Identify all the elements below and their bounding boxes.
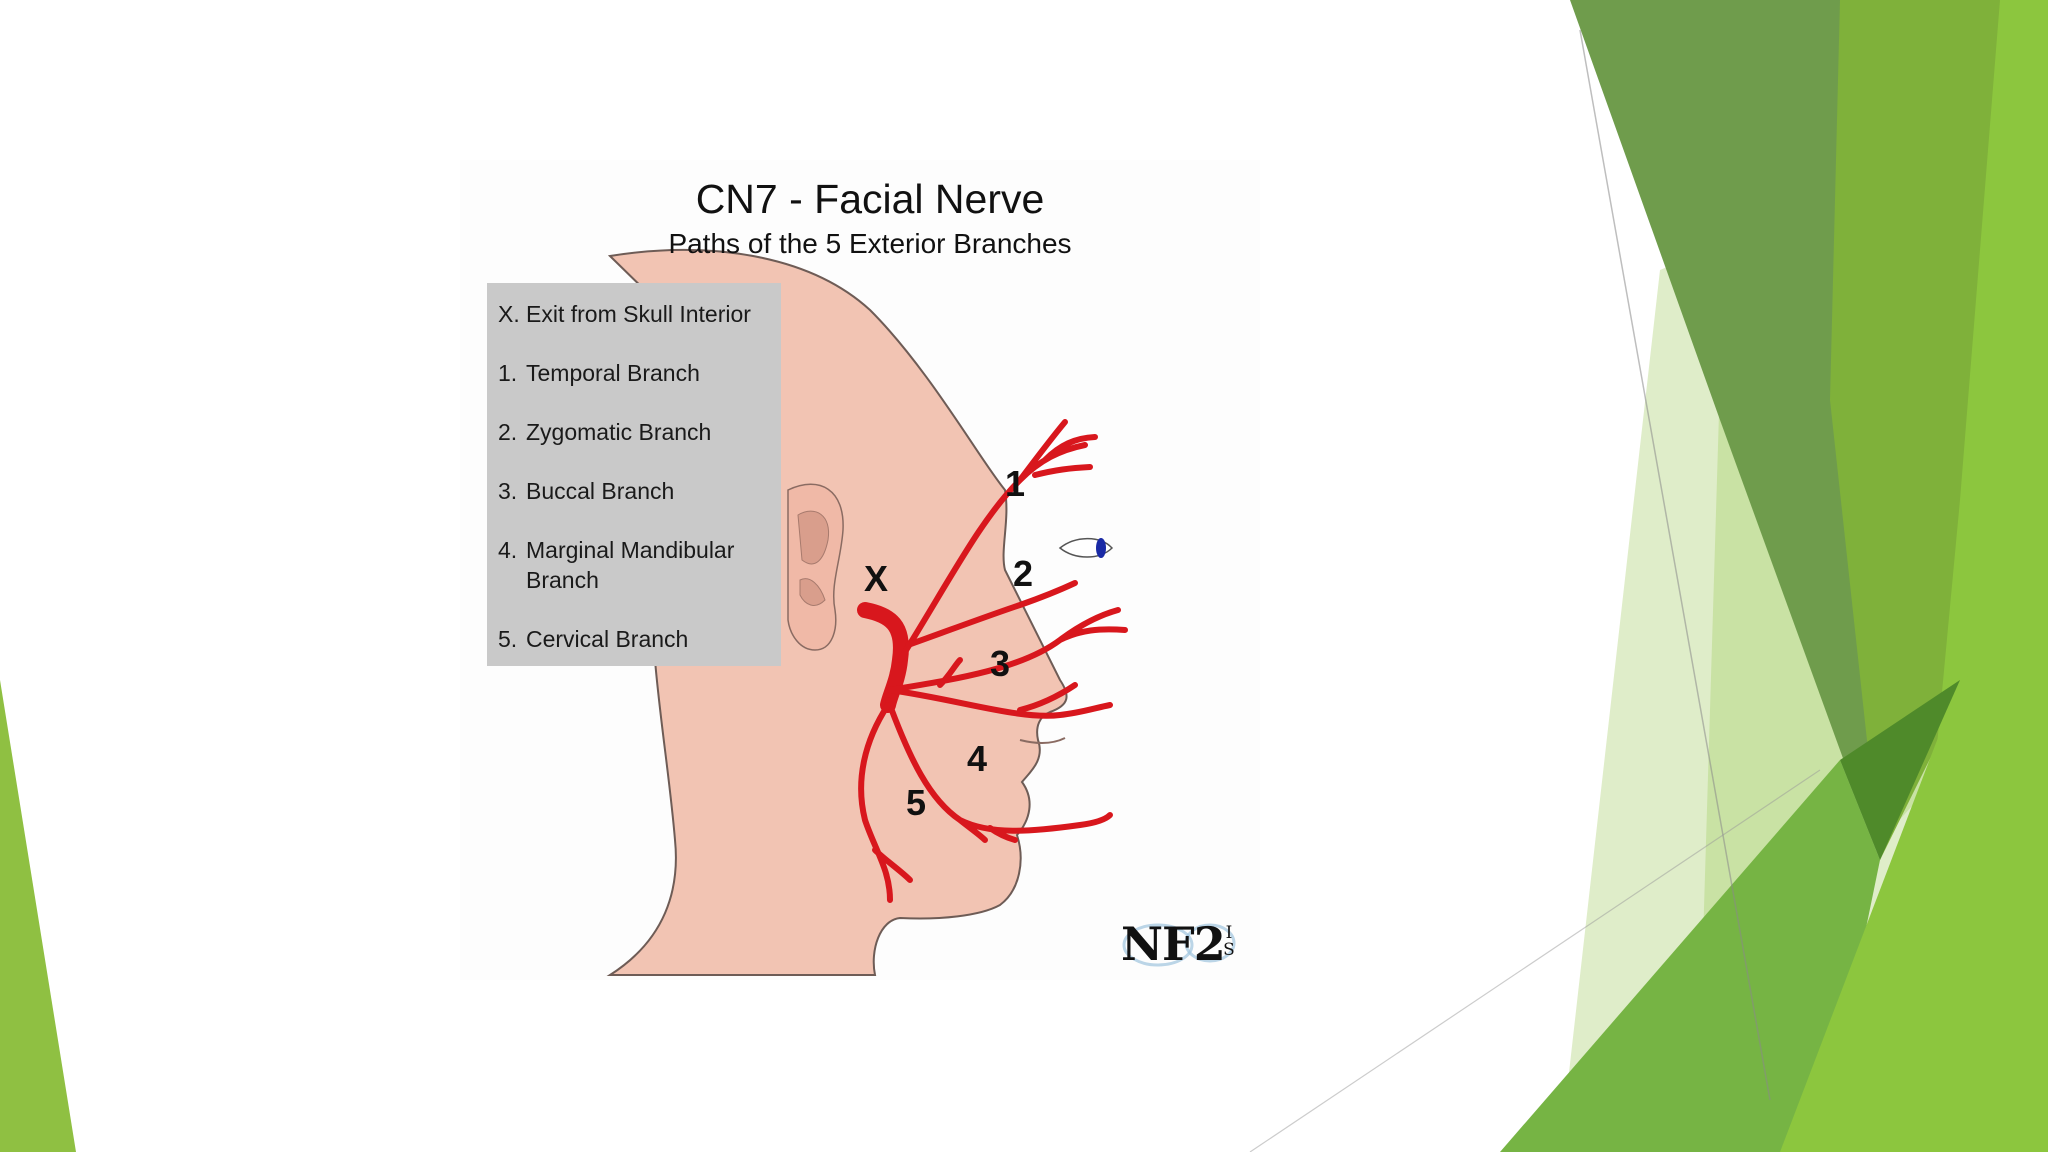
branch-buccal [887,607,1128,719]
legend-item-3: 3. Buccal Branch [498,476,781,506]
label-branch-1: 1 [1005,463,1026,504]
legend-item-5: 5. Cervical Branch [498,624,781,654]
bottom-right-green-shape [1780,640,2048,1152]
branch-cervical [858,702,913,903]
branch-zygomatic [905,580,1078,648]
legend-number: X. [498,301,520,327]
mouth [1019,737,1066,744]
legend-item-x: X. Exit from Skull Interior [498,299,781,329]
thin-line-1 [1579,29,1771,1101]
legend-number: 1. [498,360,518,386]
bottom-green-shape [1500,760,1880,1152]
logo-swirl [1122,923,1236,967]
legend-item-2: 2. Zygomatic Branch [498,417,781,447]
legend-text: Zygomatic Branch [526,419,712,445]
deep-green-shape [1840,680,1960,860]
legend-text: Marginal Mandibular Branch [526,537,735,593]
legend-item-4: 4. Marginal Mandibular Branch [498,535,781,595]
logo-text: NF2 [1121,917,1226,971]
legend-text: Buccal Branch [526,478,675,504]
branch-temporal [897,419,1098,663]
iris [1096,538,1106,558]
label-exit-x: X [864,558,889,599]
diagram-title: CN7 - Facial Nerve [695,176,1045,222]
facial-nerve-diagram: CN7 - Facial Nerve Paths of the 5 Exteri… [460,160,1260,980]
legend-number: 2. [498,419,518,445]
left-green-shape [0,680,76,1152]
facial-nerve [857,419,1128,903]
legend-text: Exit from Skull Interior [526,301,751,327]
legend-number: 5. [498,626,518,652]
legend-text: Temporal Branch [526,360,700,386]
label-branch-3: 3 [990,643,1011,684]
label-branch-4: 4 [967,738,988,779]
nf2is-logo: NF2 I S [1118,915,1248,975]
legend-item-1: 1. Temporal Branch [498,358,781,388]
legend-text: Cervical Branch [526,626,689,652]
label-branch-5: 5 [906,782,927,823]
diagram-subtitle: Paths of the 5 Exterior Branches [668,228,1072,259]
thin-line-2 [1249,769,1821,1152]
branch-marginal-mandibular [885,697,1113,843]
ear [787,483,844,651]
ear-inner [797,510,830,606]
logo-subscript: I S [1223,923,1235,960]
legend-number: 4. [498,537,518,563]
label-branch-2: 2 [1013,553,1034,594]
legend-box: X. Exit from Skull Interior 1. Temporal … [487,283,781,666]
legend-number: 3. [498,478,518,504]
